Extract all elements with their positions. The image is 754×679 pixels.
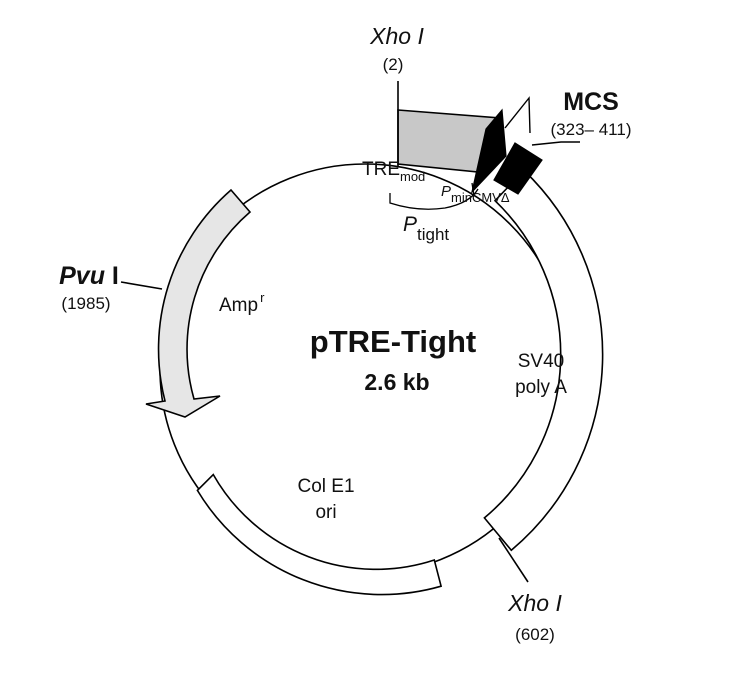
pvu1-italic: Pvu [59,262,105,290]
tremod-label: TREmod [362,159,425,184]
ampr-base: Amp [219,295,258,316]
pmincmv-label: PminCMVΔ [441,183,510,205]
ampr-feature [145,188,252,418]
ptight-label: Ptight [403,213,449,244]
mcs-position: (323– 411) [551,120,632,139]
ori-label-line1: Col E1 [297,476,354,497]
ampr-sup: r [260,290,265,305]
mcs-box [493,142,543,195]
plasmid-name: pTRE-Tight [310,324,476,359]
ptight-sub: tight [417,225,449,244]
mcs-tick-left [504,96,531,134]
colE1-ori-feature [196,473,443,596]
pvu1-label: Pvu I [59,262,119,290]
mcs-tick-right [531,141,580,146]
plasmid-size: 2.6 kb [364,369,429,395]
xho1-bottom-position: (602) [515,625,555,644]
sv40-label-line2: poly A [515,377,567,398]
pmincmv-sub: minCMVΔ [451,190,510,205]
pvu1-tick [120,281,163,290]
pvu1-roman: I [105,262,119,290]
pvu1-position: (1985) [61,294,110,313]
tremod-base: TRE [362,159,400,180]
xho1-bottom-tick [498,537,529,583]
sv40-label-line1: SV40 [518,351,564,372]
ptight-base: P [403,213,417,236]
pmincmv-promoter-arrow [470,108,507,194]
xho1-top-position: (2) [383,55,404,74]
sv40-polya-feature [483,169,604,552]
ptight-bracket [389,188,479,210]
mcs-label: MCS [563,88,619,116]
xho1-bottom-label: Xho I [507,590,562,616]
ori-label-line2: ori [315,502,336,523]
pmincmv-base: P [441,183,451,200]
pmin-bracket [471,182,475,197]
tremod-sub: mod [400,169,425,184]
xho1-top-label: Xho I [369,23,424,49]
